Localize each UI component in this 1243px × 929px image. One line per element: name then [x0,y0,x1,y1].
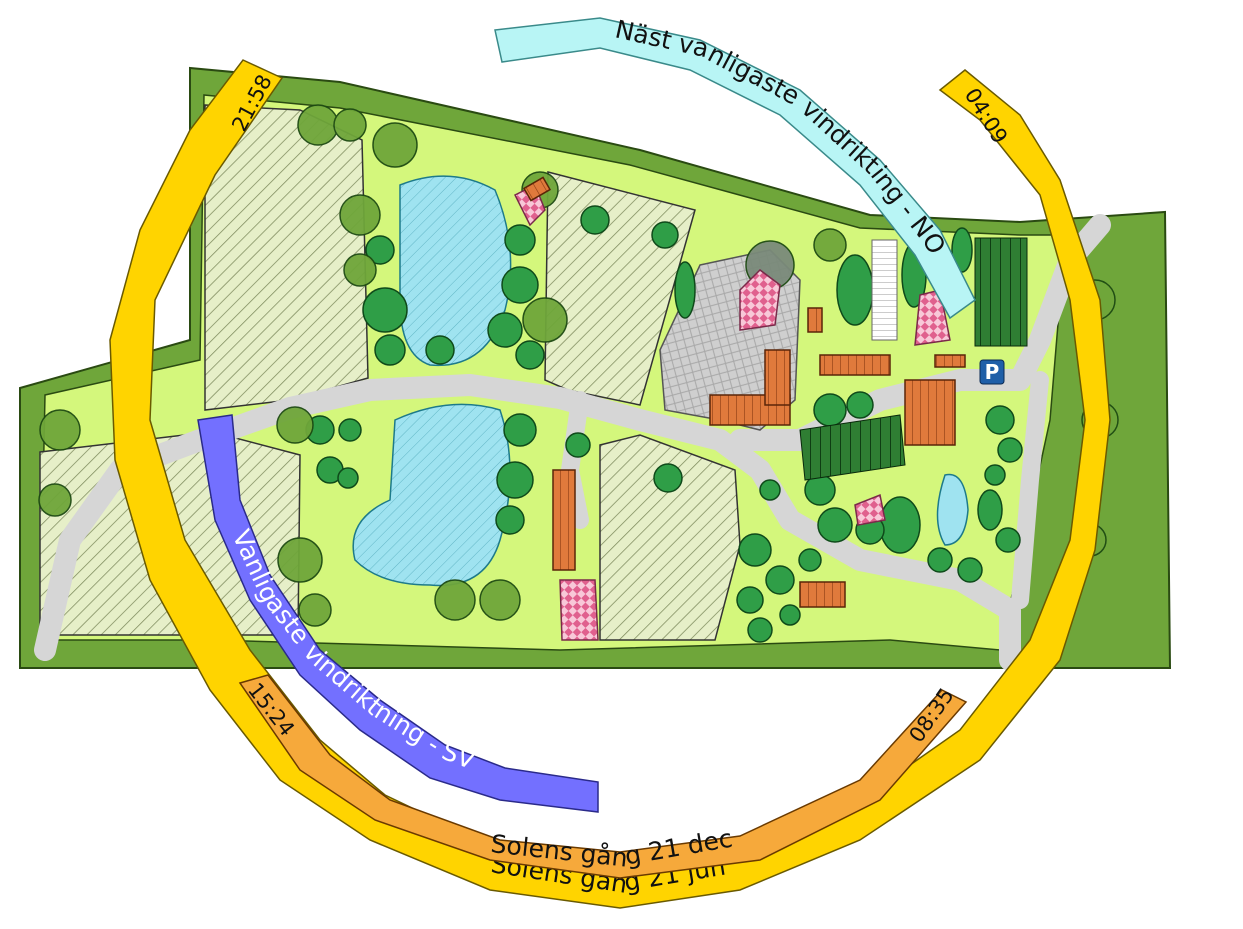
parking-label: P [985,360,1000,384]
parking-sign: P [979,359,1005,385]
tree-canopies [38,104,1119,627]
tree-groups [305,205,1023,643]
buildings [522,176,966,608]
cultivation-beds [799,237,1028,481]
ponds [352,175,969,587]
